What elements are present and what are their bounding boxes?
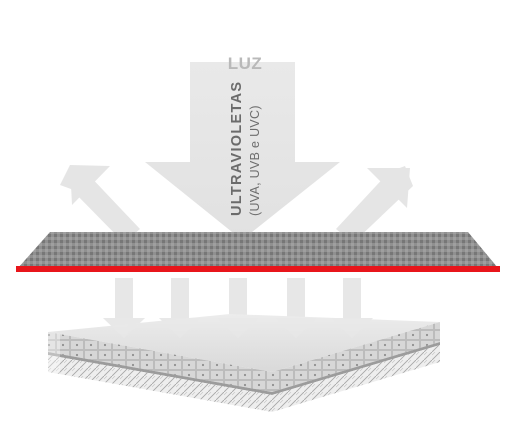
arrow-overlay xyxy=(103,318,373,338)
uv-types-label: (UVA, UVB e UVC) xyxy=(248,105,262,216)
filter-red-edge xyxy=(16,266,500,272)
reflected-light-arrows xyxy=(60,165,413,243)
light-label: LUZ xyxy=(227,54,263,73)
fabric-filter xyxy=(16,232,500,272)
incoming-light-arrow xyxy=(145,62,340,240)
reflected-arrow-left xyxy=(60,165,140,243)
reflected-arrow-right xyxy=(336,166,413,243)
skin-layers-block xyxy=(48,314,440,412)
ultraviolet-label: ULTRAVIOLETAS xyxy=(229,80,245,216)
